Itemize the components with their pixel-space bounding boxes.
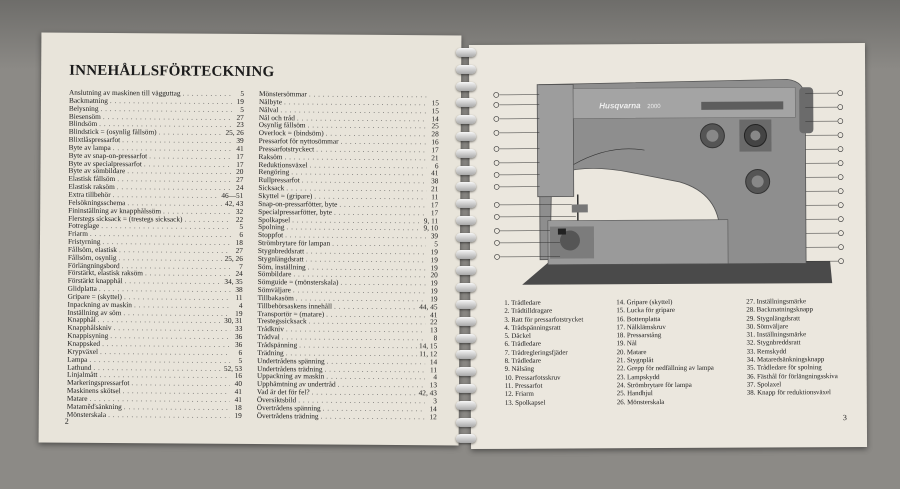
spiral-coil [456, 434, 476, 444]
spiral-coil [456, 400, 476, 410]
spiral-coil [456, 417, 476, 427]
page-number-left: 2 [64, 416, 69, 426]
toc-leader-dots [321, 412, 425, 421]
spiral-coil [456, 266, 476, 276]
spiral-coil [456, 300, 476, 309]
page-number-right: 3 [842, 413, 847, 423]
toc-entry: Mönsterskala 19 [66, 409, 242, 420]
toc-entry-title: Mönsterskala [66, 409, 107, 419]
spiral-coil [456, 48, 476, 57]
spiral-coil [456, 216, 476, 225]
model-label: 2000 [647, 104, 661, 110]
sewing-machine-diagram: Husqvarna 2000 [493, 78, 844, 285]
spiral-coil [456, 249, 476, 259]
right-page: Husqvarna 2000 [468, 42, 868, 450]
toc-entry: Övertrådens trädning 12 [256, 410, 437, 421]
spiral-coil [456, 384, 476, 393]
spiral-coil [456, 182, 476, 192]
toc-column-b: MönstersömmarNålbyte15Nålval15Nål och tr… [256, 89, 439, 421]
toc-entry-page: 12 [429, 411, 437, 421]
spiral-coil [456, 232, 476, 242]
spiral-coil [456, 81, 476, 91]
top-panel [572, 87, 796, 119]
machine-base [522, 261, 833, 285]
spiral-coil [456, 115, 476, 125]
left-page: INNEHÅLLSFÖRTECKNING Anslutning av maski… [38, 32, 462, 446]
page-title: INNEHÅLLSFÖRTECKNING [69, 62, 275, 81]
spiral-coil [456, 98, 476, 108]
legend-item: 13. Spolkapsel [504, 399, 546, 407]
spiral-coil [456, 367, 476, 377]
spiral-coil [456, 132, 476, 141]
handwheel-icon [799, 87, 814, 134]
spiral-coil [456, 64, 476, 74]
bobbin-cover-icon [559, 230, 580, 251]
toc-leader-dots [108, 411, 230, 420]
legend-item: 38. Knapp för reduktionsväxel [746, 389, 831, 397]
spiral-coil [456, 165, 476, 175]
spiral-coil [456, 199, 476, 209]
spiral-coil [456, 283, 476, 293]
brand-label: Husqvarna [599, 101, 641, 110]
spiral-coil [456, 148, 476, 158]
legend-item: 26. Mönsterskala [616, 398, 665, 406]
spiral-binding [452, 40, 482, 450]
spiral-coil [456, 350, 476, 360]
spiral-coil [456, 316, 476, 326]
toc-entry-page: 19 [234, 410, 242, 420]
toc-entry-title: Övertrådens trädning [256, 410, 319, 421]
spiral-coil [456, 333, 476, 343]
toc-column-a: Anslutning av maskinen till vägguttag5Ba… [66, 88, 244, 420]
legend-column-b: 14. Gripare (skyttel)15. Lucka för gripa… [616, 299, 745, 408]
machine-head [536, 84, 575, 198]
stitch-strip [701, 101, 784, 110]
